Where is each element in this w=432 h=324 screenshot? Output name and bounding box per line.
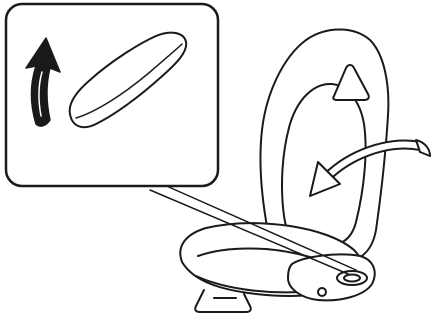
recline-lever-inner	[344, 275, 360, 282]
seat-rail	[195, 290, 251, 312]
recline-arrow-tail	[416, 140, 430, 156]
housing-bolt	[318, 288, 326, 296]
callout-box	[6, 4, 218, 186]
